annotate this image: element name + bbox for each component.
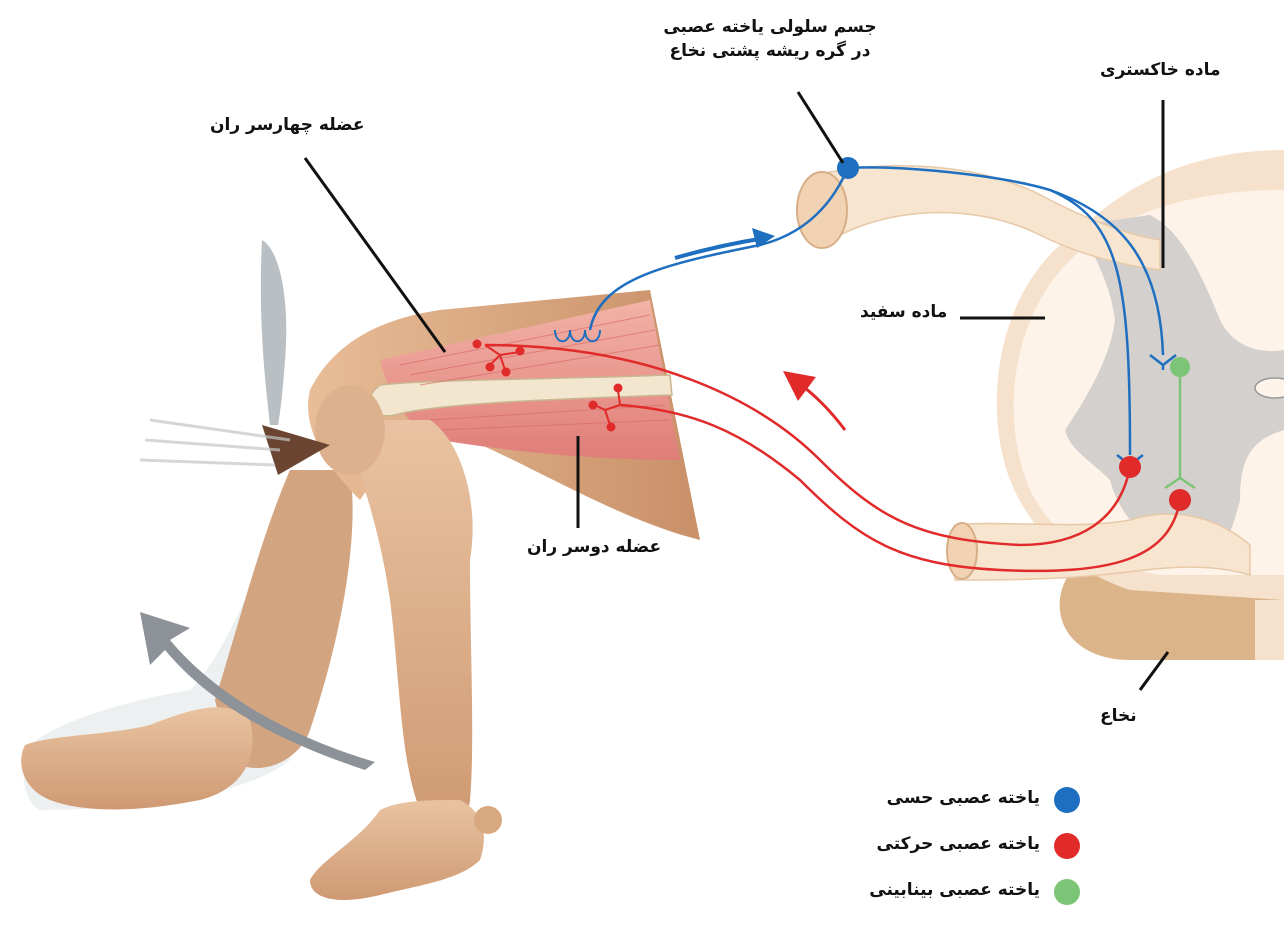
- cell-body-label-line1: جسم سلولی یاخته عصبی: [650, 15, 890, 39]
- legend-label: یاخته عصبی حسی: [887, 788, 1040, 808]
- legend-item-sensory: یاخته عصبی حسی: [870, 783, 1080, 829]
- quadriceps-label: عضله چهارسر ران: [210, 115, 365, 135]
- legend-label: یاخته عصبی بینابینی: [869, 880, 1040, 900]
- spinal-cord-label: نخاع: [1100, 706, 1137, 726]
- cell-body-label: جسم سلولی یاخته عصبی در گره ریشه پشتی نخ…: [650, 15, 890, 63]
- legend-label: یاخته عصبی حرکتی: [877, 834, 1040, 854]
- motor-direction-arrow: [795, 380, 845, 430]
- motor-cell-body-2: [1169, 489, 1191, 511]
- reflex-hammer: [261, 240, 286, 425]
- legend-dot-blue: [1054, 787, 1080, 813]
- hamstring-label: عضله دوسر ران: [527, 537, 661, 557]
- gray-matter-label: ماده خاکستری: [1100, 60, 1221, 80]
- legend: یاخته عصبی حسی یاخته عصبی حرکتی یاخته عص…: [870, 783, 1080, 921]
- sensory-direction-arrow: [675, 238, 765, 258]
- legend-item-interneuron: یاخته عصبی بینابینی: [870, 875, 1080, 921]
- legend-dot-green: [1054, 879, 1080, 905]
- legend-item-motor: یاخته عصبی حرکتی: [870, 829, 1080, 875]
- legend-dot-red: [1054, 833, 1080, 859]
- motor-cell-body-1: [1119, 456, 1141, 478]
- cell-body-label-line2: در گره ریشه پشتی نخاع: [650, 39, 890, 63]
- white-matter-label: ماده سفید: [860, 302, 947, 322]
